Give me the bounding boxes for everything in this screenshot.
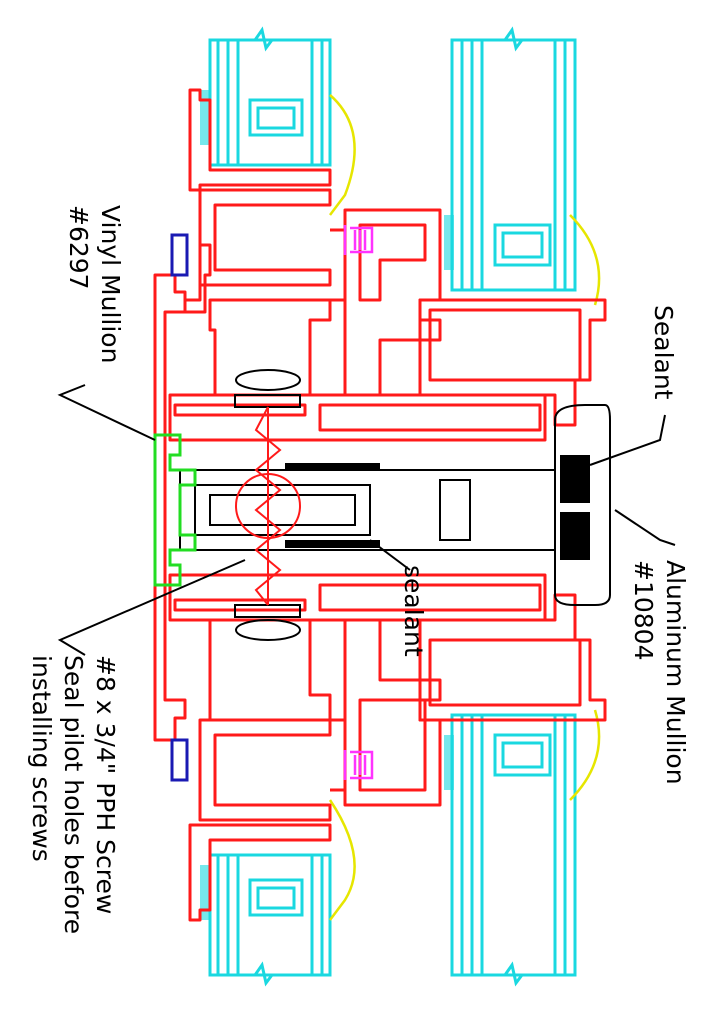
glazing-upper-left xyxy=(200,26,332,167)
glazing-lower-right xyxy=(444,713,577,987)
label-sealant-top-text: Sealant xyxy=(649,305,678,400)
label-screw-line3: installing screws xyxy=(27,655,56,862)
vinyl-insert-green xyxy=(153,433,197,587)
screw xyxy=(234,369,301,641)
seal-blocks-blue xyxy=(170,233,189,782)
glazing-upper-right xyxy=(444,26,577,292)
label-sealant-mid: sealant xyxy=(399,565,428,657)
label-screw-line1: #8 x 3/4" PPH Screw xyxy=(91,655,120,914)
label-vinyl-mullion: Vinyl Mullion #6297 xyxy=(64,205,125,363)
vinyl-mullion-frame xyxy=(153,88,607,922)
label-vinyl-line2: #6297 xyxy=(64,205,93,290)
glazing-lower-left xyxy=(200,853,332,987)
label-sealant-top: Sealant xyxy=(649,305,678,400)
setting-blocks xyxy=(343,225,374,780)
label-alum-line1: Aluminum Mullion xyxy=(661,560,690,785)
aluminum-mullion-core xyxy=(179,404,611,606)
label-vinyl-line1: Vinyl Mullion xyxy=(96,205,125,363)
label-screw: #8 x 3/4" PPH Screw Seal pilot holes bef… xyxy=(27,655,120,934)
label-aluminum-mullion: Aluminum Mullion #10804 xyxy=(629,560,690,785)
label-alum-line2: #10804 xyxy=(629,560,658,660)
leader-lines xyxy=(57,384,676,656)
label-screw-line2: Seal pilot holes before xyxy=(59,655,88,934)
label-sealant-mid-text: sealant xyxy=(399,565,428,657)
